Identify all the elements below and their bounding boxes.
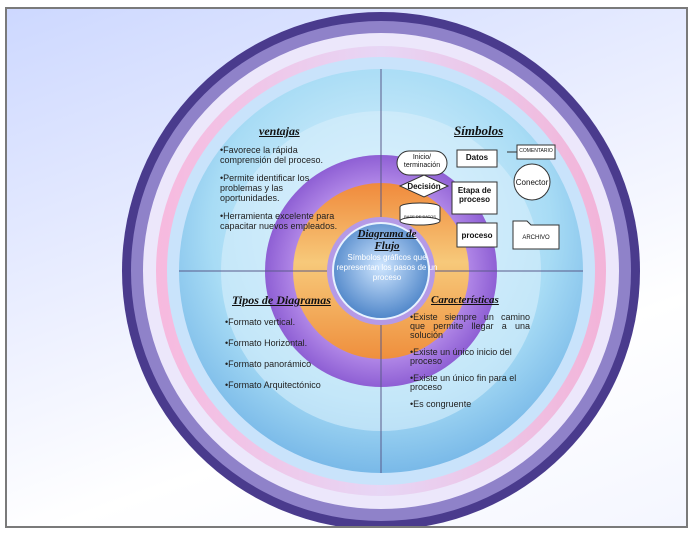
- ventajas-item: Permite identificar los problemas y las …: [220, 173, 338, 203]
- caracteristicas-item: Existe un único inicio del proceso: [410, 348, 530, 366]
- comentario-shape: [516, 144, 556, 160]
- caracteristicas-item: Es congruente: [410, 400, 530, 409]
- ventajas-item: Herramienta excelente para capacitar nue…: [220, 211, 338, 231]
- decision-label: Decisión: [407, 182, 441, 191]
- etapa-label: Etapa de proceso: [457, 186, 492, 204]
- tipos-item: Formato Arquitectónico: [225, 380, 325, 390]
- ventajas-item: Favorece la rápida comprensión del proce…: [220, 145, 338, 165]
- comentario-label: COMENTARIO: [519, 148, 553, 154]
- slide-frame: ventajas Símbolos Tipos de Diagramas Car…: [5, 7, 688, 528]
- base-datos-shape: [399, 216, 441, 226]
- tipos-item: Formato vertical.: [225, 317, 325, 327]
- proceso-label: proceso: [461, 231, 493, 240]
- center-description: Símbolos gráficos que representan los pa…: [336, 253, 438, 282]
- etapa-shape: [451, 181, 498, 215]
- tipos-list: Formato vertical. Formato Horizontal. Fo…: [225, 317, 325, 398]
- datos-shape: [456, 149, 498, 168]
- center-circle: [332, 222, 430, 320]
- archivo-label: ARCHIVO: [522, 235, 550, 241]
- caracteristicas-item: Existe un único fin para el proceso: [410, 374, 530, 392]
- center-title: Diagrama de Flujo: [357, 228, 417, 252]
- simbolos-title: Símbolos: [454, 123, 504, 138]
- tipos-item: Formato panorámico: [225, 359, 325, 369]
- decision-shape: [398, 174, 450, 198]
- conector-shape: [513, 163, 551, 201]
- inicio-terminacion-shape: [396, 150, 448, 176]
- tipos-title: Tipos de Diagramas: [232, 293, 331, 307]
- caracteristicas-item: Existe siempre un camino que permite lle…: [410, 313, 530, 340]
- base-datos-label: BASE DE DATOS: [404, 214, 436, 219]
- caracteristicas-list: Existe siempre un camino que permite lle…: [410, 313, 530, 417]
- inicio-label: Inicio/ terminación: [403, 154, 441, 169]
- tipos-item: Formato Horizontal.: [225, 338, 325, 348]
- proceso-shape: [456, 222, 498, 248]
- archivo-shape: [512, 220, 560, 250]
- datos-label: Datos: [465, 153, 489, 162]
- ventajas-list: Favorece la rápida comprensión del proce…: [220, 145, 338, 239]
- ventajas-title: ventajas: [259, 124, 300, 138]
- conector-label: Conector: [515, 178, 549, 187]
- caracteristicas-title: Características: [431, 294, 499, 306]
